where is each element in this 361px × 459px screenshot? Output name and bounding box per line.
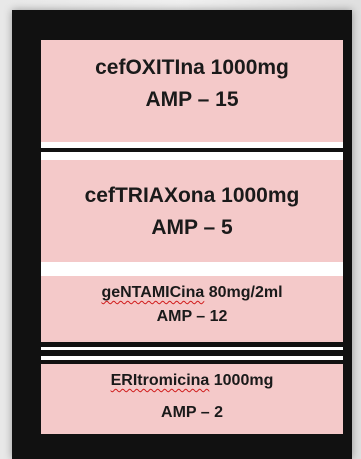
drug-dose: 80mg/2ml <box>204 284 283 301</box>
drug-name-ceftriaxona: cefTRIAXona 1000mg <box>84 184 300 207</box>
drug-name-gentamicina: geNTAMICina 80mg/2ml <box>41 284 343 302</box>
medication-panel-eritromicina: ERItromicina 1000mg AMP – 2 <box>41 364 343 434</box>
divider-line <box>41 347 343 350</box>
divider-band <box>41 262 343 276</box>
amp-count-ceftriaxona: AMP – 5 <box>151 216 233 239</box>
drug-name-cefoxitina: cefOXITIna 1000mg <box>95 56 289 79</box>
drug-name-misspelled-word: ERItromicina <box>110 372 210 389</box>
drug-dose: 1000mg <box>209 372 274 389</box>
amp-count-gentamicina: AMP – 12 <box>156 308 228 325</box>
amp-count-cefoxitina: AMP – 15 <box>145 88 239 111</box>
medication-panel-ceftriaxona: cefTRIAXona 1000mg AMP – 5 <box>41 160 343 262</box>
medication-panel-cefoxitina: cefOXITIna 1000mg AMP – 15 <box>41 40 343 142</box>
medication-panel-gentamicina: geNTAMICina 80mg/2ml AMP – 12 <box>41 276 343 342</box>
drug-name-misspelled-word: geNTAMICina <box>101 284 205 301</box>
divider-line <box>41 152 343 160</box>
amp-count-eritromicina: AMP – 2 <box>161 404 223 421</box>
divider-line <box>41 142 343 148</box>
divider-line <box>41 356 343 360</box>
drug-name-eritromicina: ERItromicina 1000mg <box>41 372 343 390</box>
